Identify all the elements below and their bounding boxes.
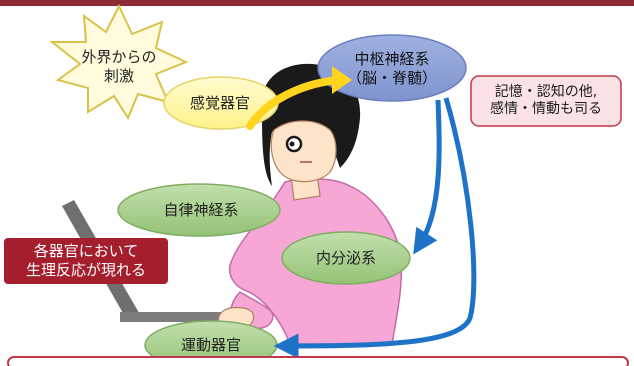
reaction-box (4, 238, 168, 284)
memory-note-box (470, 75, 622, 127)
external-stimulus-label: 外界からの 刺激 (81, 48, 157, 85)
central-nervous-system-label: 中枢神経系 （脳・脊髄） (346, 50, 437, 87)
motor-organs-label: 運動器官 (180, 335, 241, 354)
endocrine-label: 内分泌系 (315, 248, 376, 267)
endocrine-ellipse (281, 231, 411, 285)
yellow-arrow (246, 76, 344, 130)
person-face (270, 120, 337, 183)
stimulus-burst (49, 3, 189, 121)
memory-note-label: 記憶・認知の他, 感情・情動も司る (490, 83, 602, 118)
cns-ellipse (317, 34, 467, 102)
autonomic-nervous-label: 自律神経系 (163, 200, 239, 219)
top-banner (0, 0, 634, 6)
bottom-banner-outline (7, 356, 629, 366)
autonomic-ellipse (117, 183, 281, 237)
arrow-cns-motor (273, 97, 477, 359)
sensory-organs-label: 感覚器官 (189, 93, 250, 112)
physiological-reaction-label: 各器官において 生理反応が現れる (25, 242, 146, 279)
laptop-base (120, 312, 238, 322)
arrow-cns-endocrine (413, 99, 442, 255)
